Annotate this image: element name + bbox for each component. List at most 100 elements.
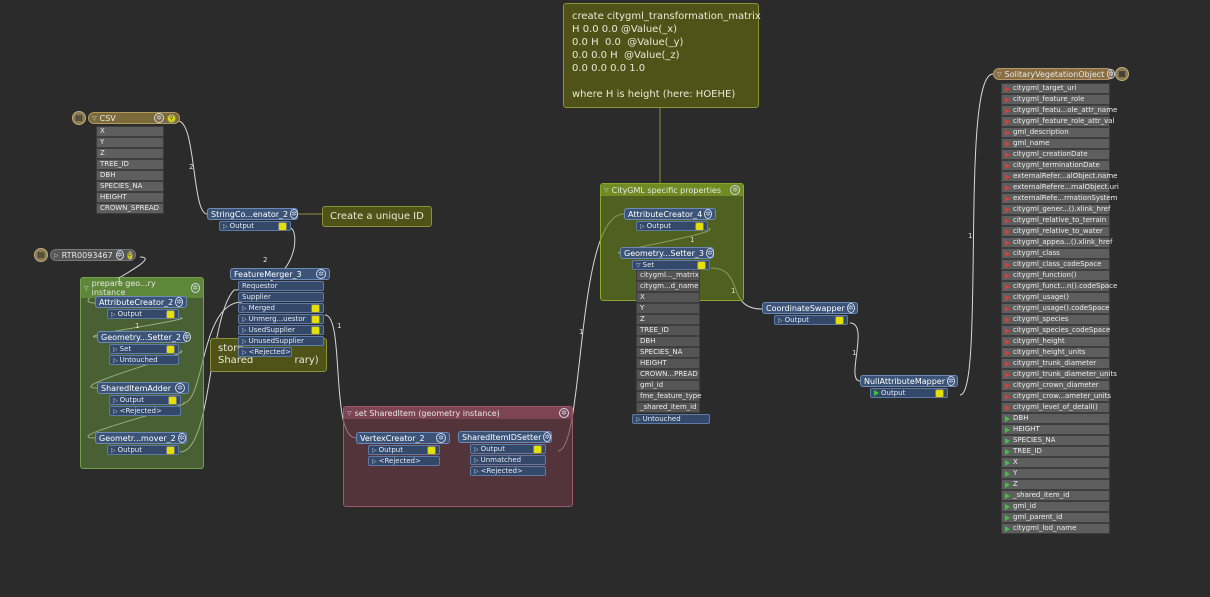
set-port[interactable]: ▷Set — [109, 344, 179, 354]
gear-icon[interactable]: ✲ — [190, 283, 200, 293]
used-supplier-port[interactable]: ▷UsedSupplier — [238, 325, 324, 335]
writer-solitary-vegetation-object[interactable]: ▽ SolitaryVegetationObject ✲ ▦ citygml_t… — [993, 67, 1133, 534]
mapped-attr-icon — [1005, 481, 1010, 488]
gear-icon[interactable]: ✲ — [730, 185, 740, 195]
gear-icon[interactable]: ✲ — [436, 433, 446, 443]
merged-port[interactable]: ▷Merged — [238, 303, 324, 313]
rejected-port[interactable]: ▷<Rejected> — [109, 406, 181, 416]
gear-icon[interactable]: ✲ — [175, 297, 184, 307]
transformer-feature-merger-3[interactable]: FeatureMerger_3✲ Requestor Supplier ▷Mer… — [230, 268, 330, 357]
gear-icon[interactable]: ✲ — [947, 376, 955, 386]
unmerged-port[interactable]: ▷Unmerg...uestor — [238, 314, 324, 324]
output-port[interactable]: ▷Output — [109, 395, 181, 405]
note-unique-id[interactable]: Create a unique ID — [322, 206, 432, 227]
collapse-arrow-icon[interactable]: ▽ — [997, 70, 1002, 78]
gear-icon[interactable]: ✲ — [543, 432, 552, 442]
writer-attr: citygml_class — [1001, 248, 1110, 259]
transformer-string-concatenator[interactable]: StringCo...enator_2✲ ▷Output — [207, 208, 299, 231]
gear-icon[interactable]: ✲ — [316, 269, 326, 279]
untouched-port[interactable]: ▷Untouched — [632, 414, 710, 424]
transformer-attribute-creator-2[interactable]: AttributeCreator_2✲ ▷Output — [95, 296, 187, 319]
gear-icon[interactable]: ✲ — [182, 332, 191, 342]
mapped-attr-icon — [1005, 525, 1010, 532]
collapse-arrow-icon[interactable]: ▽ — [92, 114, 97, 122]
writer-attr-label: citygml_feature_role_attr_val — [1013, 117, 1115, 125]
inspect-icon[interactable] — [835, 315, 844, 325]
untouched-port[interactable]: ▷Untouched — [109, 355, 179, 365]
rejected-port[interactable]: ▷<Rejected> — [470, 466, 546, 476]
rejected-port[interactable]: ▷<Rejected> — [238, 347, 292, 357]
inspect-icon[interactable] — [278, 221, 287, 231]
inspect-icon[interactable] — [311, 325, 320, 335]
writer-attr-label: citygml_trunk_diameter — [1013, 359, 1097, 367]
inspect-icon[interactable]: ⚲ — [167, 113, 176, 123]
inspect-icon[interactable] — [168, 395, 177, 405]
inspect-icon[interactable] — [533, 444, 542, 454]
unmatched-port[interactable]: ▷Unmatched — [470, 455, 546, 465]
inspect-icon[interactable] — [311, 314, 320, 324]
inspect-icon[interactable] — [935, 388, 944, 398]
supplier-port[interactable]: Supplier — [238, 292, 324, 302]
reader-icon[interactable]: ▤ — [34, 248, 48, 262]
gear-icon[interactable]: ✲ — [1107, 69, 1116, 79]
transformer-shared-item-adder[interactable]: SharedItemAdder✲ ▷Output ▷<Rejected> — [97, 382, 189, 416]
set-port[interactable]: ▽Set — [632, 260, 710, 270]
rtr-reader[interactable]: ▤ ▷ RTR0093467 ✲ ⚲ — [34, 248, 136, 262]
gear-icon[interactable]: ✲ — [175, 383, 185, 393]
writer-icon[interactable]: ▦ — [1115, 67, 1129, 81]
reader-icon[interactable]: ▤ — [72, 111, 86, 125]
collapse-arrow-icon[interactable]: ▽ — [347, 409, 352, 417]
inspect-icon[interactable] — [427, 445, 436, 455]
gear-icon[interactable]: ✲ — [290, 209, 299, 219]
unused-supplier-port[interactable]: ▷UnusedSupplier — [238, 336, 324, 346]
expand-arrow-icon[interactable]: ▷ — [54, 251, 59, 259]
output-port[interactable]: ▷Output — [774, 315, 848, 325]
output-port[interactable]: ▷Output — [636, 221, 708, 231]
collapse-arrow-icon[interactable]: ▽ — [84, 284, 89, 292]
required-attr-icon — [1005, 118, 1010, 125]
transformer-geometry-setter-3[interactable]: Geometry...Setter_3✲ ▽Set citygml..._mat… — [620, 247, 714, 424]
rejected-port[interactable]: ▷<Rejected> — [368, 456, 440, 466]
transformer-shared-item-id-setter[interactable]: SharedItemIDSetter✲ ▷Output ▷Unmatched ▷… — [458, 431, 552, 476]
output-port[interactable]: ▷Output — [107, 445, 179, 455]
inspect-icon[interactable]: ⚲ — [126, 250, 133, 260]
inspect-icon[interactable] — [166, 445, 175, 455]
gear-icon[interactable]: ✲ — [177, 433, 186, 443]
inspect-icon[interactable] — [695, 221, 704, 231]
output-port[interactable]: Output — [870, 388, 948, 398]
feature-count: 1 — [135, 322, 140, 330]
output-port[interactable]: ▷Output — [470, 444, 546, 454]
output-port[interactable]: ▷Output — [107, 309, 179, 319]
rtr-reader-header[interactable]: ▷ RTR0093467 ✲ ⚲ — [50, 249, 136, 261]
requestor-port[interactable]: Requestor — [238, 281, 324, 291]
csv-reader[interactable]: ▤ ▽ CSV ✲ ⚲ X Y Z TREE_ID DBH SPECIES_NA… — [72, 111, 192, 214]
gear-icon[interactable]: ✲ — [846, 303, 855, 313]
output-port[interactable]: ▷Output — [368, 445, 440, 455]
gear-icon[interactable]: ✲ — [559, 408, 569, 418]
gear-icon[interactable]: ✲ — [154, 113, 164, 123]
csv-reader-header[interactable]: ▽ CSV ✲ ⚲ — [88, 112, 180, 124]
inspect-icon[interactable] — [166, 344, 175, 354]
gear-icon[interactable]: ✲ — [115, 250, 124, 260]
writer-header[interactable]: ▽ SolitaryVegetationObject ✲ — [993, 68, 1116, 80]
collapse-arrow-icon[interactable]: ▽ — [604, 186, 609, 194]
gear-icon[interactable]: ✲ — [704, 209, 713, 219]
writer-attr-label: citygml_species_codeSpace — [1013, 326, 1111, 334]
inspect-icon[interactable] — [166, 309, 175, 319]
gear-icon[interactable]: ✲ — [705, 248, 714, 258]
writer-attr: citygml_feature_role_attr_val — [1001, 116, 1114, 127]
writer-attr-label: citygml_crow...ameter_units — [1013, 392, 1112, 400]
transformer-geometry-remover-2[interactable]: Geometr...mover_2✲ ▷Output — [95, 432, 187, 455]
attr: TREE_ID — [636, 325, 700, 336]
transformer-null-attribute-mapper[interactable]: NullAttributeMapper✲ Output — [860, 375, 958, 398]
transformer-attribute-creator-4[interactable]: AttributeCreator_4✲ ▷Output — [624, 208, 716, 231]
transformer-vertex-creator-2[interactable]: VertexCreator_2✲ ▷Output ▷<Rejected> — [356, 432, 450, 466]
inspect-icon[interactable] — [311, 303, 320, 313]
note-transformation-matrix[interactable]: create citygml_transformation_matrix H 0… — [563, 3, 761, 108]
transformer-coordinate-swapper[interactable]: CoordinateSwapper✲ ▷Output — [762, 302, 858, 325]
required-attr-icon — [1005, 382, 1010, 389]
required-attr-icon — [1005, 360, 1010, 367]
transformer-geometry-setter-2[interactable]: Geometry...Setter_2✲ ▷Set ▷Untouched — [97, 331, 191, 365]
output-port[interactable]: ▷Output — [219, 221, 291, 231]
inspect-icon[interactable] — [697, 260, 706, 270]
